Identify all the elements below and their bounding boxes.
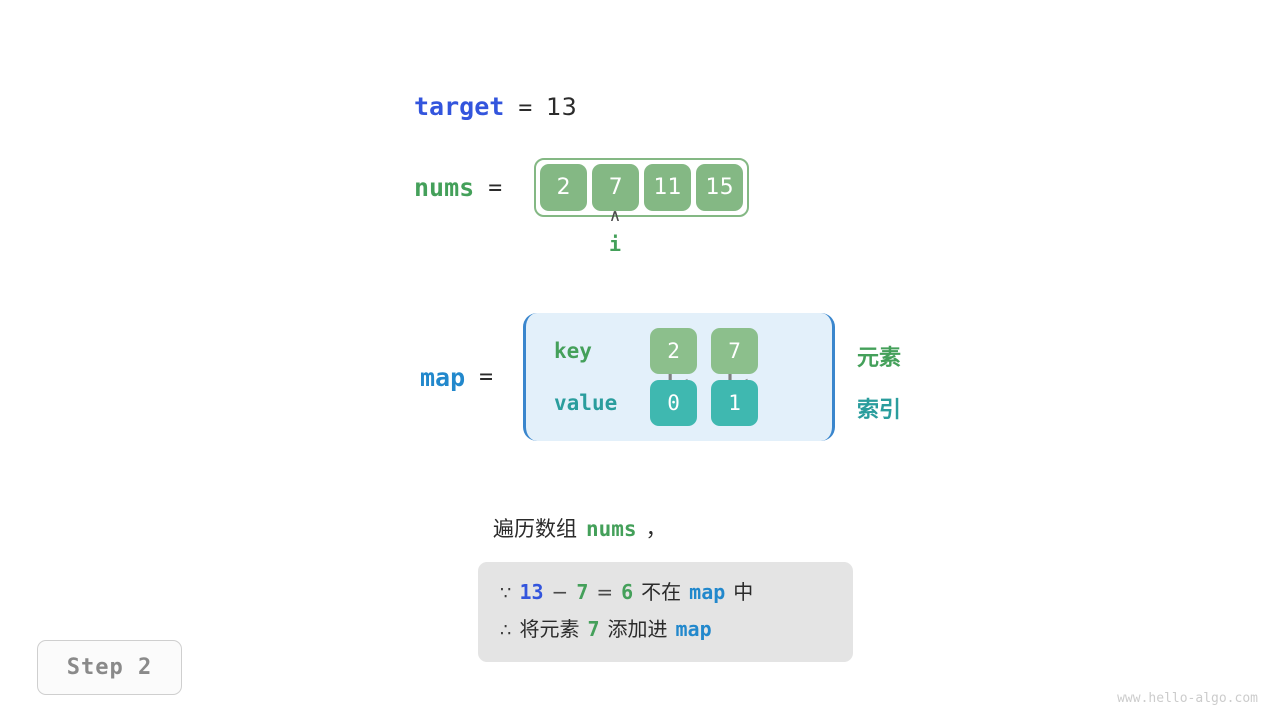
map-label: map (420, 362, 466, 392)
target-equals: = (518, 95, 533, 121)
map-key-row-label: key (554, 339, 592, 363)
note-equals: = (596, 580, 614, 604)
note-line-1: ∵ 13 − 7 = 6 不在 map 中 (478, 574, 853, 611)
pointer-label: i (608, 232, 622, 256)
note-box: ∵ 13 − 7 = 6 不在 map 中 ∴ 将元素 7 添加进 map (478, 562, 853, 662)
array-cell: 7 (592, 164, 640, 211)
note-line-2: ∴ 将元素 7 添加进 map (478, 611, 853, 648)
note-map-ref: map (675, 617, 712, 641)
note-added-element: 7 (587, 617, 600, 641)
map-key-cell: 2 (650, 328, 698, 374)
note-add-text-a: 将元素 (519, 617, 580, 641)
note-minus: − (551, 580, 569, 604)
map-value-cells: 0 1 (650, 380, 759, 426)
array-cell: 11 (644, 164, 692, 211)
note-current-element: 7 (576, 580, 589, 604)
nums-label: nums (414, 173, 475, 202)
step-badge: Step 2 (37, 640, 182, 695)
map-key-cell: 7 (711, 328, 759, 374)
nums-equals: = (488, 174, 503, 201)
watermark: www.hello-algo.com (1117, 691, 1258, 706)
legend-index: 索引 (857, 398, 902, 423)
note-add-text-b: 添加进 (607, 617, 668, 641)
map-key-row: key 2 7 (554, 325, 759, 377)
map-grid: key 2 7 value 0 1 (554, 313, 759, 441)
caption-line: 遍历数组 nums ， (493, 513, 667, 543)
nums-array: 2 7 11 15 (534, 158, 750, 217)
map-row: map = key 2 7 (420, 313, 836, 441)
target-row: target = 13 (414, 92, 577, 121)
map-value-row-label: value (554, 391, 618, 415)
array-cell: 15 (696, 164, 744, 211)
map-value-cell: 1 (711, 380, 759, 426)
legend-element: 元素 (857, 346, 902, 371)
note-target-value: 13 (519, 580, 544, 604)
target-value: 13 (546, 93, 577, 121)
index-pointer: ∧ i (596, 206, 634, 256)
target-label: target (414, 92, 505, 121)
map-equals: = (479, 364, 494, 390)
map-value-row: value 0 1 (554, 377, 759, 429)
map-container: key 2 7 value 0 1 (523, 313, 836, 441)
because-symbol: ∵ (500, 583, 512, 604)
caption-prefix: 遍历数组 (493, 517, 577, 541)
therefore-symbol: ∴ (500, 620, 512, 641)
caret-up-icon: ∧ (608, 206, 622, 226)
map-key-cells: 2 7 (650, 328, 759, 374)
note-complement: 6 (621, 580, 634, 604)
map-value-cell: 0 (650, 380, 698, 426)
note-map-ref: map (689, 580, 726, 604)
nums-row: nums = 2 7 11 15 (414, 158, 750, 217)
note-not-in-text: 不在 (641, 580, 682, 604)
caption-var: nums (586, 517, 637, 541)
caption-suffix: ， (645, 517, 667, 541)
array-cell: 2 (540, 164, 588, 211)
note-in-text: 中 (733, 580, 754, 604)
